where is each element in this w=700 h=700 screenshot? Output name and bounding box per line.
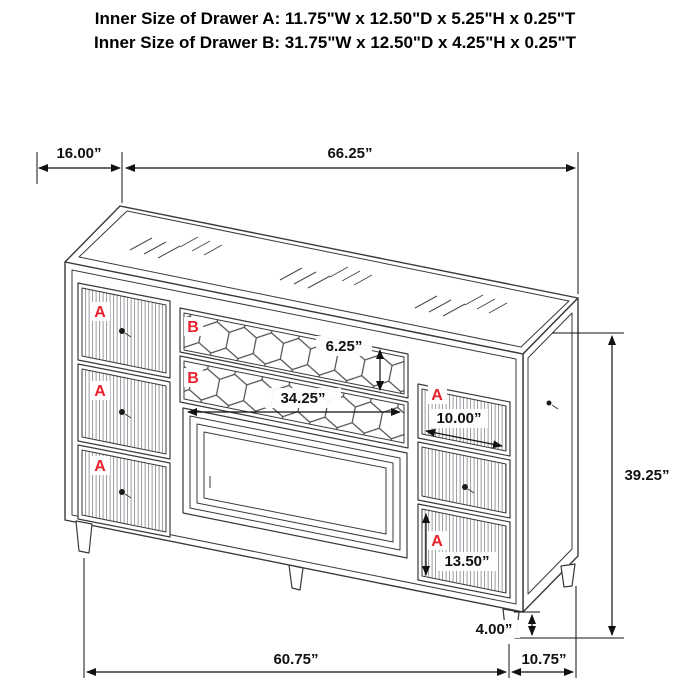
drawer-a-right-2 [417,441,511,519]
dimension-label: 6.25” [326,338,363,355]
dimension-label: 13.50” [444,553,489,570]
drawer-b-label: B [187,319,199,336]
header-line-1: Inner Size of Drawer A: 11.75"W x 12.50"… [95,9,576,28]
drawer-b-label: B [187,370,199,387]
dim-drawer-b-height: 6.25” [316,336,384,391]
dimension-label: 60.75” [273,651,318,668]
dimension-label: 66.25” [327,145,372,162]
dimension-label: 10.75” [521,651,566,668]
dim-base-width: 60.75” [83,558,510,678]
middle-leg [288,564,304,591]
drawer-knob [119,489,125,495]
dimension-label: 39.25” [624,467,669,484]
dim-drawer-b-width: 34.25” [187,388,401,416]
header-line-2: Inner Size of Drawer B: 31.75"W x 12.50"… [94,33,577,52]
side-panel-knob [546,400,552,406]
drawer-a-label: A [431,533,443,550]
dimension-label: 4.00” [476,621,513,638]
dresser-drawing: A A A B B A A [64,205,579,639]
top-grain-hatch-marks [129,236,508,317]
dim-leg-height: 4.00” [468,611,540,639]
drawer-letter-labels: A A A B B A A [91,302,447,550]
drawer-a-label: A [94,383,106,400]
drawer-knob [119,328,125,334]
drawer-knob [462,484,468,490]
dim-top-width: 66.25” [125,145,579,294]
dimension-label: 34.25” [280,390,325,407]
front-left-leg [75,520,93,554]
dim-bottom-drawer-height: 13.50” [422,513,498,576]
drawer-a-label: A [94,304,106,321]
open-compartment [182,407,408,559]
dim-base-depth: 10.75” [511,586,577,678]
dimension-label: 16.00” [56,145,101,162]
drawer-a-label: A [94,458,106,475]
dim-top-depth: 16.00” [36,145,123,203]
back-right-leg [560,563,576,588]
drawer-a-label: A [431,387,443,404]
dimension-label: 10.00” [436,410,481,427]
drawer-knob [119,409,125,415]
dim-right-drawer-width: 10.00” [425,409,503,449]
drawer-a-right-3 [417,503,511,599]
